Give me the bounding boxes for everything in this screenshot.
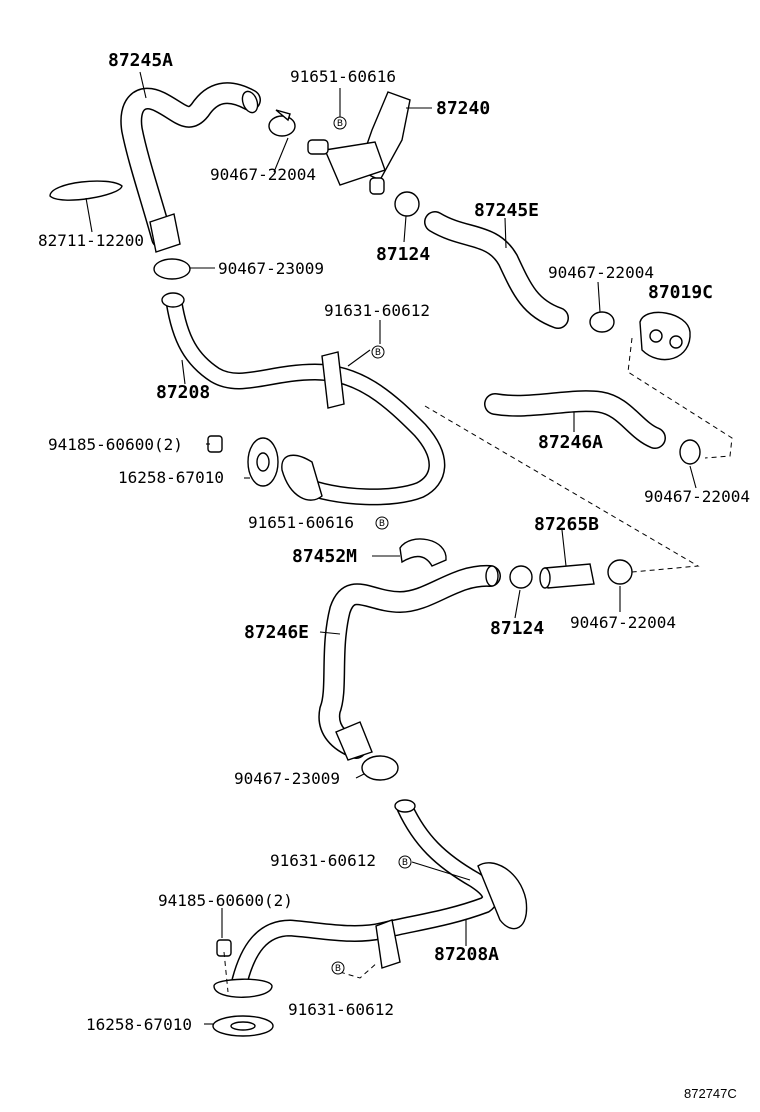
pipe-87208 (161, 292, 446, 506)
label-87019C: 87019C (648, 282, 713, 303)
label-90467-22004-b: 90467-22004 (548, 263, 654, 282)
clamp-87124-a (394, 191, 420, 217)
b-marker-1: B (333, 116, 347, 130)
svg-text:B: B (379, 519, 385, 529)
leader-lines (85, 71, 697, 1025)
label-90467-22004-a: 90467-22004 (210, 165, 316, 184)
label-91651-60616-mid: 91651-60616 (248, 513, 354, 532)
clamp-90467-23009-a (153, 258, 191, 280)
label-87246E: 87246E (244, 622, 309, 643)
label-87208A: 87208A (434, 944, 499, 965)
label-91631-60612-a: 91631-60612 (324, 301, 430, 320)
label-91631-60612-b: 91631-60612 (270, 851, 376, 870)
label-16258-67010-a: 16258-67010 (118, 468, 224, 487)
pipe-87208A (213, 799, 528, 998)
diagram-code: 872747C (684, 1086, 737, 1101)
grommet-87019C (639, 311, 691, 361)
label-82711-12200: 82711-12200 (38, 231, 144, 250)
clamp-90467-22004-b (589, 311, 615, 333)
label-90467-22004-d: 90467-22004 (570, 613, 676, 632)
label-87265B: 87265B (534, 514, 599, 535)
gasket-16258-67010-b (212, 1015, 274, 1037)
label-87452M: 87452M (292, 546, 357, 567)
hose-87246A (484, 390, 666, 449)
label-87246A: 87246A (538, 432, 603, 453)
clamp-87124-b (509, 565, 533, 589)
b-marker-3: B (375, 516, 389, 530)
label-87124-b: 87124 (490, 618, 544, 639)
dashed-guides (223, 337, 733, 993)
label-91631-60612-c: 91631-60612 (288, 1000, 394, 1019)
label-94185-60600-a: 94185-60600(2) (48, 435, 183, 454)
clamp-90467-22004-a (268, 109, 296, 137)
hose-87245E (424, 211, 569, 329)
nut-94185-60600-a (207, 435, 223, 453)
clamp-90467-22004-c (679, 439, 701, 465)
label-90467-23009-b: 90467-23009 (234, 769, 340, 788)
svg-text:B: B (402, 858, 408, 868)
valve-87240 (307, 91, 411, 195)
label-91651-60616-top: 91651-60616 (290, 67, 396, 86)
b-marker-2: B (371, 345, 385, 359)
bracket-87452M (399, 538, 447, 567)
svg-text:B: B (335, 964, 341, 974)
pipe-87265B (539, 563, 595, 589)
svg-text:B: B (337, 119, 343, 129)
label-87245A: 87245A (108, 50, 173, 71)
b-marker-4: B (398, 855, 412, 869)
label-87240: 87240 (436, 98, 490, 119)
label-94185-60600-b: 94185-60600(2) (158, 891, 293, 910)
label-16258-67010-b: 16258-67010 (86, 1015, 192, 1034)
hose-87246E (318, 564, 501, 761)
label-90467-22004-c: 90467-22004 (644, 487, 750, 506)
b-marker-5: B (331, 961, 345, 975)
label-87208: 87208 (156, 382, 210, 403)
clamp-90467-22004-d (607, 559, 633, 585)
svg-text:B: B (375, 348, 381, 358)
label-87124-a: 87124 (376, 244, 430, 265)
hose-87245A (120, 82, 261, 253)
gasket-16258-67010-a (247, 437, 279, 487)
clamp-90467-23009-b (361, 755, 399, 781)
label-87245E: 87245E (474, 200, 539, 221)
clamp-82711-12200 (49, 180, 123, 201)
label-90467-23009-a: 90467-23009 (218, 259, 324, 278)
